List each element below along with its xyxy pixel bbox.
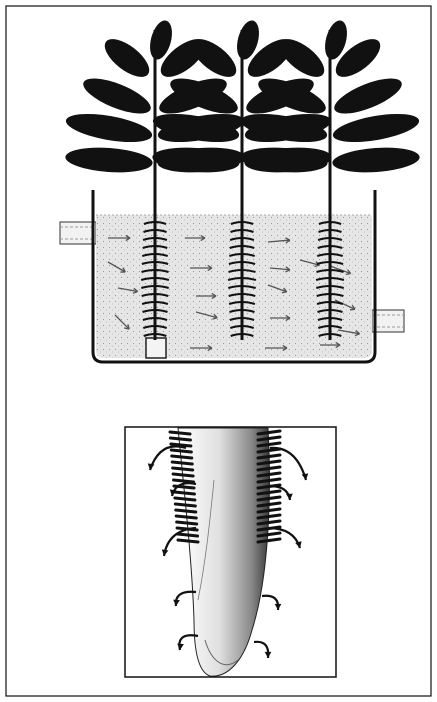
root-hair <box>172 462 192 464</box>
root-hair <box>176 510 196 512</box>
leaf <box>65 145 154 175</box>
root-hair <box>175 498 195 500</box>
root-hair <box>175 504 195 506</box>
root-hair <box>173 474 193 476</box>
bottom-panel <box>125 427 336 677</box>
root-hair <box>178 534 198 536</box>
inflow-pipe <box>60 222 96 244</box>
root-hair <box>172 456 192 458</box>
root-hair <box>173 468 193 470</box>
leaf <box>331 109 421 148</box>
root-hair <box>170 432 190 434</box>
root-hair <box>174 492 194 494</box>
leaf <box>64 109 154 148</box>
root-hair <box>177 522 197 524</box>
top-panel <box>60 18 421 362</box>
root-hair <box>170 438 190 440</box>
root-hair <box>176 516 196 518</box>
root-hair <box>174 480 194 482</box>
leaf <box>332 145 421 175</box>
leaf <box>99 32 156 84</box>
outflow-pipe <box>372 310 404 332</box>
leaf <box>330 71 406 120</box>
root-hair <box>178 540 198 542</box>
air-stone <box>146 338 166 358</box>
leaf <box>79 71 155 120</box>
root-hair <box>171 450 191 452</box>
